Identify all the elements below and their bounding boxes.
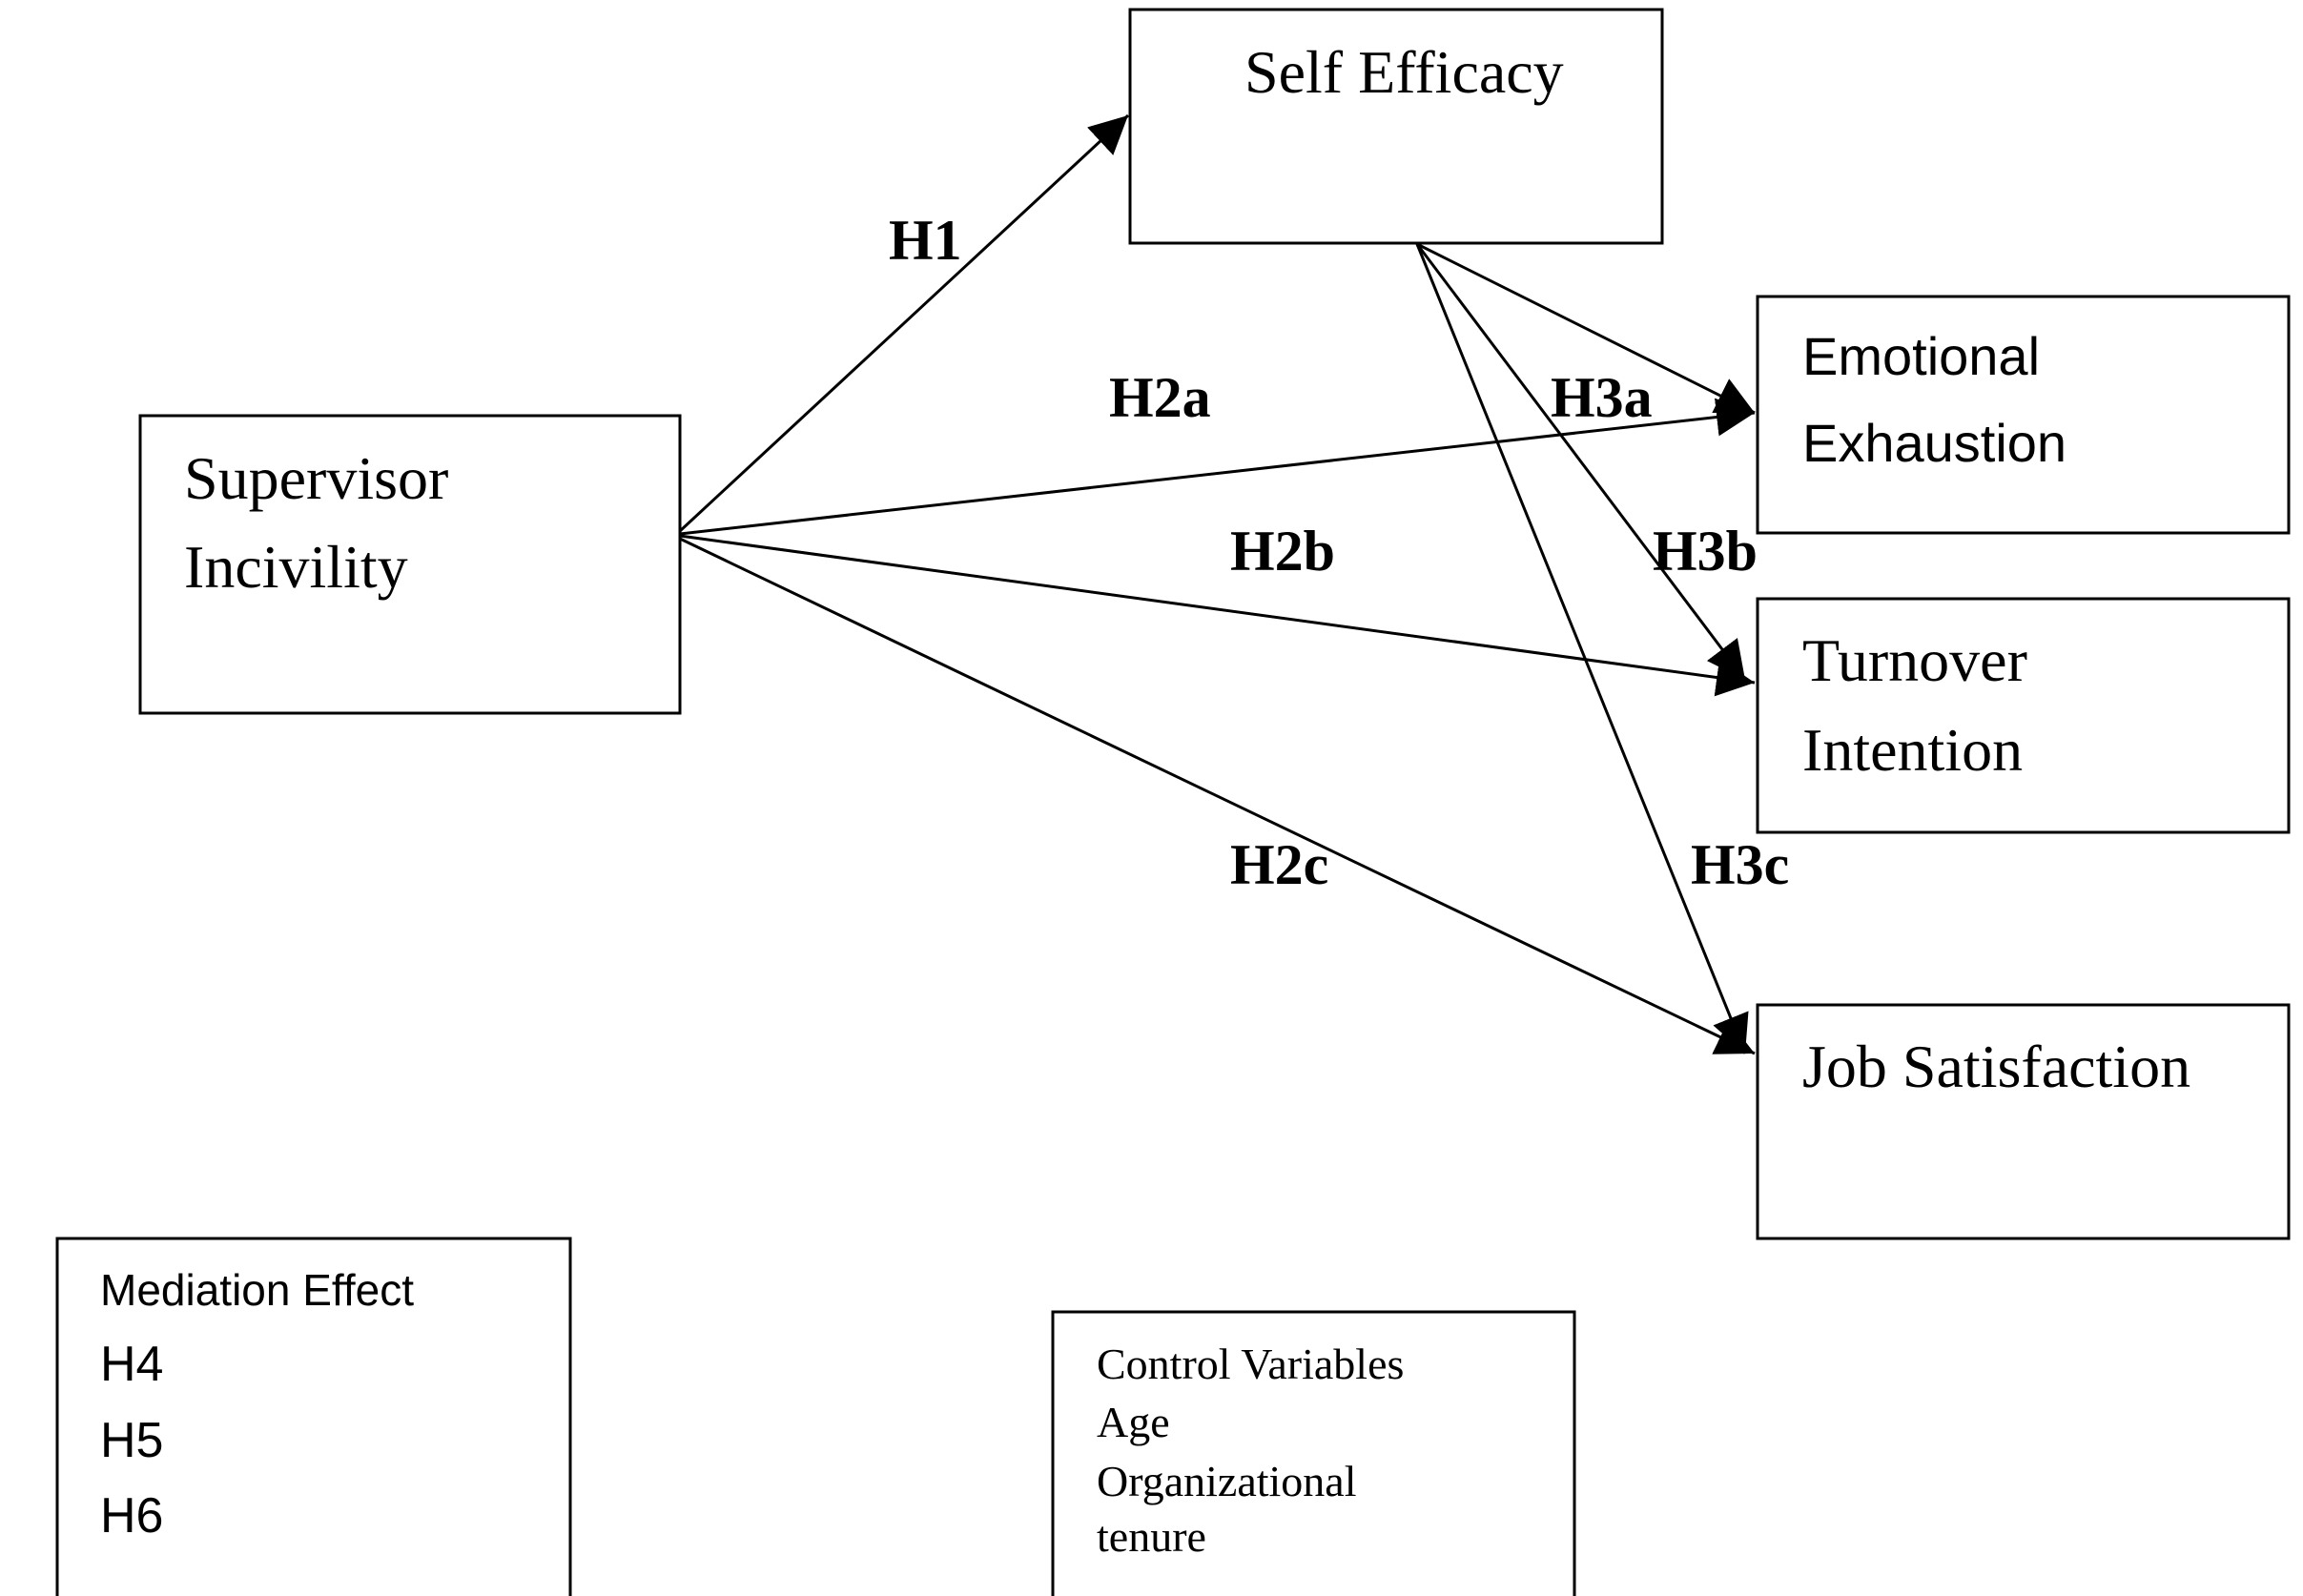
edge-label-h2c: H2c (1230, 833, 1328, 896)
node-supervisor-incivility: Supervisor Incivility (138, 414, 682, 715)
edge-h3b (1415, 243, 1747, 681)
edge-h2a (679, 398, 1756, 536)
node-label-line: Emotional (1802, 326, 2040, 386)
mediation-item: H5 (100, 1413, 163, 1468)
edge-h2b (679, 534, 1756, 697)
control-line: Age (1097, 1398, 1170, 1446)
node-label-line: Intention (1802, 716, 2023, 784)
edge-h2c (679, 537, 1756, 1055)
edge-label-h3b: H3b (1653, 520, 1758, 583)
mediation-effect-box: Mediation Effect H4 H5 H6 (55, 1237, 572, 1596)
mediation-item: H6 (100, 1488, 163, 1544)
node-label-line: Supervisor (184, 444, 448, 512)
edge-label-h3a: H3a (1551, 366, 1653, 429)
node-emotional-exhaustion: Emotional Exhaustion (1756, 295, 2291, 535)
node-job-satisfaction: Job Satisfaction (1756, 1003, 2291, 1240)
edge-h1 (678, 113, 1130, 533)
node-self-efficacy: Self Efficacy (1128, 8, 1664, 245)
control-variables-box: Control Variables Age Organizational ten… (1051, 1310, 1576, 1596)
control-line: Organizational (1097, 1457, 1357, 1505)
node-label-line: Turnover (1802, 626, 2027, 694)
control-line: tenure (1097, 1512, 1206, 1561)
edge-label-h2b: H2b (1230, 520, 1335, 583)
node-label-line: Incivility (184, 533, 408, 601)
node-label-line: Self Efficacy (1244, 38, 1564, 106)
edge-label-h3c: H3c (1691, 833, 1789, 896)
node-label-line: Exhaustion (1802, 413, 2067, 473)
edge-labels: H1 H2a H2b H2c H3a H3b H3c (889, 209, 1789, 896)
edge-label-h1: H1 (889, 209, 962, 272)
edge-h3c (1415, 243, 1749, 1054)
mediation-item: H4 (100, 1337, 163, 1392)
edge-h3a (1416, 242, 1756, 415)
node-turnover-intention: Turnover Intention (1756, 597, 2291, 834)
edges (678, 113, 1756, 1055)
control-line: Control Variables (1097, 1340, 1404, 1388)
edge-label-h2a: H2a (1109, 366, 1211, 429)
mediation-title: Mediation Effect (100, 1265, 414, 1315)
node-label-line: Job Satisfaction (1802, 1033, 2190, 1100)
